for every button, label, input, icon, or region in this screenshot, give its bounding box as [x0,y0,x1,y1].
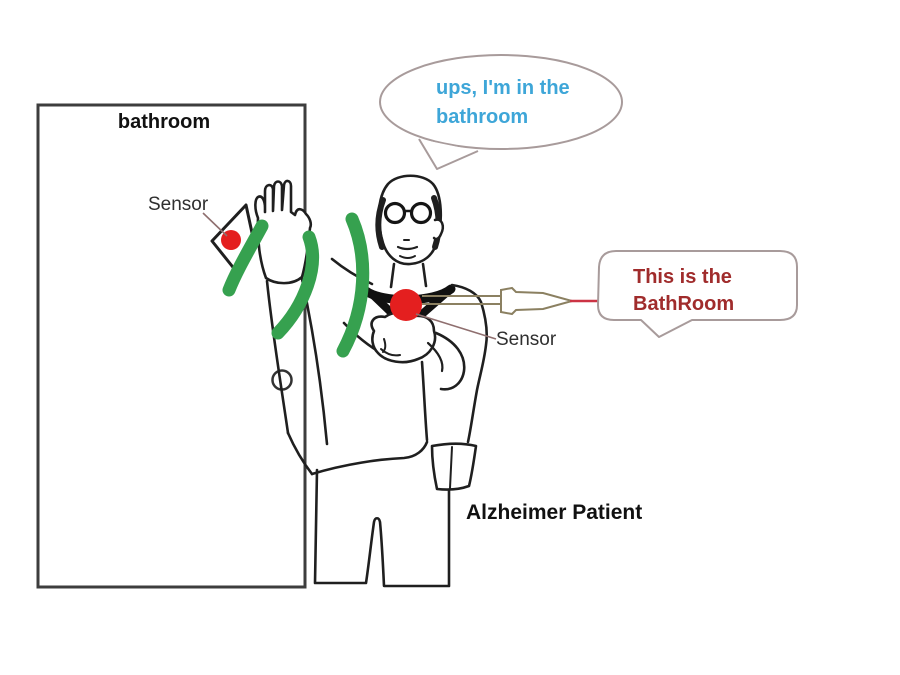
speech-bubble-line1: This is the [633,266,732,288]
patient-label: Alzheimer Patient [466,501,643,524]
chest-sensor-label: Sensor [496,329,557,350]
door-sensor-leader-line [202,212,228,237]
thought-bubble-line2: bathroom [436,106,529,128]
door-sensor-label: Sensor [148,194,209,215]
bathroom-label: bathroom [117,111,211,133]
thought-bubble-line1: ups, I'm in the [436,77,570,99]
chest-sensor-dot [390,289,422,321]
pointer-arrow-icon [422,286,576,316]
glasses-icon [383,201,433,225]
signal-waves-icon [222,212,370,358]
speech-bubble-shape [597,250,798,338]
speech-bubble-line2: BathRoom [633,293,735,315]
door-outline [36,103,307,589]
raised-hand [254,179,313,285]
folded-hand [370,311,437,364]
speech-bubble-text: This is the BathRoom [633,264,734,318]
thought-bubble-text: ups, I'm in the bathroom [436,74,570,132]
chest-sensor-leader-line [415,313,497,340]
thought-bubble-shape [379,54,623,170]
patient-figure [254,174,489,588]
